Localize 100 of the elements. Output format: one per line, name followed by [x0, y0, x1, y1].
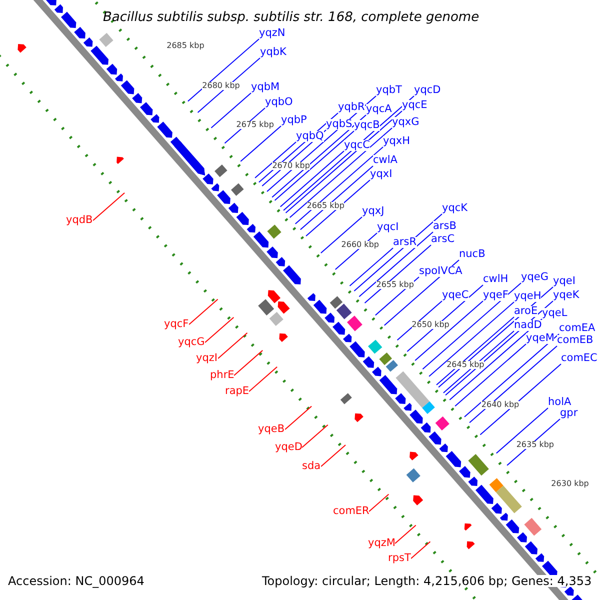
leader-line: [410, 541, 431, 559]
gene-label: comEC: [561, 353, 598, 364]
gene-label: arsB: [433, 221, 456, 232]
leader-line: [254, 142, 296, 178]
gene-label: yqcI: [377, 222, 399, 232]
position-tick-label: 2660 kbp: [341, 240, 379, 249]
leader-line: [414, 300, 484, 361]
gene-label: yqcK: [442, 203, 468, 214]
gene-label: yqbO: [265, 97, 293, 108]
leader-line: [284, 406, 312, 430]
leader-line: [92, 192, 126, 221]
gene-label: yqbP: [281, 115, 307, 126]
gene-label: yqzI: [196, 353, 218, 364]
position-tick-label: 2635 kbp: [516, 440, 554, 449]
position-tick-label: 2685 kbp: [166, 42, 204, 50]
gene-label: aroE: [514, 306, 538, 316]
gene-label: yqcC: [344, 140, 370, 150]
map-title: Bacillus subtilis subsp. subtilis str. 168, complete genome: [103, 11, 480, 24]
position-tick-label: 2640 kbp: [481, 400, 520, 409]
gene-label: yqbR: [338, 102, 365, 112]
leader-line: [188, 298, 218, 325]
position-tick-label: 2680 kbp: [202, 82, 240, 90]
position-tick-label: 2670 kbp: [272, 162, 310, 170]
leader-line: [406, 284, 484, 352]
leader-line: [306, 180, 370, 237]
gene-label: sda: [302, 461, 321, 472]
leader-line: [396, 300, 442, 341]
gene-label: rapE: [225, 386, 250, 396]
gene-label: yqeM: [526, 333, 554, 344]
gene-label: yqeI: [553, 276, 576, 286]
leader-line: [300, 166, 374, 230]
gene-label: yqeH: [514, 291, 542, 302]
gene-label: yqxJ: [362, 206, 384, 216]
gene-label: yqcD: [414, 85, 441, 96]
gene-label: yqzN: [259, 28, 286, 38]
leader-line: [302, 424, 328, 448]
gene-label: yqcG: [178, 337, 205, 348]
leader-line: [272, 114, 366, 198]
gene-label: phrE: [210, 370, 234, 380]
gene-label: yqxG: [392, 117, 420, 128]
leader-line: [320, 216, 362, 254]
leader-line: [464, 334, 560, 418]
gene-label: holA: [548, 397, 572, 408]
gene-label: spoIVCA: [419, 266, 462, 276]
leader-line: [449, 318, 542, 400]
gene-label: cwlA: [373, 155, 398, 166]
footer-text: Topology: circular; Length: 4,215,606 bp; Genes: 4,353: [262, 575, 592, 587]
footer-text: Accession: NC_000964: [8, 575, 144, 587]
leader-line: [204, 316, 234, 343]
position-tick-label: 2630 kbp: [551, 480, 589, 488]
gene-label: yqdB: [66, 215, 93, 226]
position-tick-label: 2650 kbp: [412, 321, 450, 330]
leader-line: [428, 302, 514, 377]
gene-label: yqeD: [275, 442, 302, 452]
gene-label: yqcA: [366, 104, 392, 114]
leader-line: [248, 366, 278, 392]
leader-line: [496, 408, 548, 454]
gene-label: yqbM: [251, 82, 280, 92]
leader-line: [218, 332, 248, 359]
leader-line: [210, 92, 252, 128]
gene-label: yqcF: [164, 319, 189, 330]
gene-label: nadD: [514, 320, 542, 330]
position-tick-label: 2665 kbp: [306, 202, 344, 210]
leader-line: [289, 128, 392, 218]
leader-line: [436, 316, 514, 386]
gene-label: yqbQ: [296, 131, 324, 142]
leader-line: [294, 146, 384, 224]
gene-label: yqeK: [553, 290, 580, 300]
leader-line: [280, 150, 344, 208]
leader-line: [240, 126, 282, 162]
gene-label: yqbS: [326, 119, 352, 130]
gene-label: yqbT: [376, 85, 402, 96]
leader-line: [480, 364, 562, 436]
leader-line: [197, 58, 260, 114]
leader-line: [320, 444, 346, 467]
gene-label: yqxH: [383, 136, 410, 146]
gene-label: nucB: [459, 249, 486, 260]
gene-label: yqcE: [402, 100, 428, 110]
gene-label: comEB: [557, 335, 594, 346]
gene-label: cwlH: [483, 274, 508, 284]
leader-line: [506, 418, 560, 466]
leader-line: [394, 524, 416, 544]
leader-line: [274, 130, 354, 201]
leader-line: [469, 346, 558, 424]
gene-label: gpr: [560, 408, 578, 418]
leader-line: [368, 494, 390, 512]
leader-line: [422, 282, 522, 370]
gene-label: arsR: [393, 237, 417, 248]
gene-label: yqeL: [542, 308, 568, 318]
leader-line: [438, 286, 554, 388]
gene-label: arsC: [431, 234, 455, 244]
gene-label: yqbK: [260, 47, 286, 58]
gene-label: yqeC: [442, 290, 469, 300]
leader-line: [364, 244, 432, 304]
leader-line: [187, 38, 260, 102]
gene-label: comER: [333, 506, 370, 516]
gene-label: yqeG: [521, 272, 548, 282]
leader-line: [354, 214, 442, 292]
position-tick-label: 2675 kbp: [236, 121, 274, 130]
gene-label: yqxI: [370, 169, 392, 180]
